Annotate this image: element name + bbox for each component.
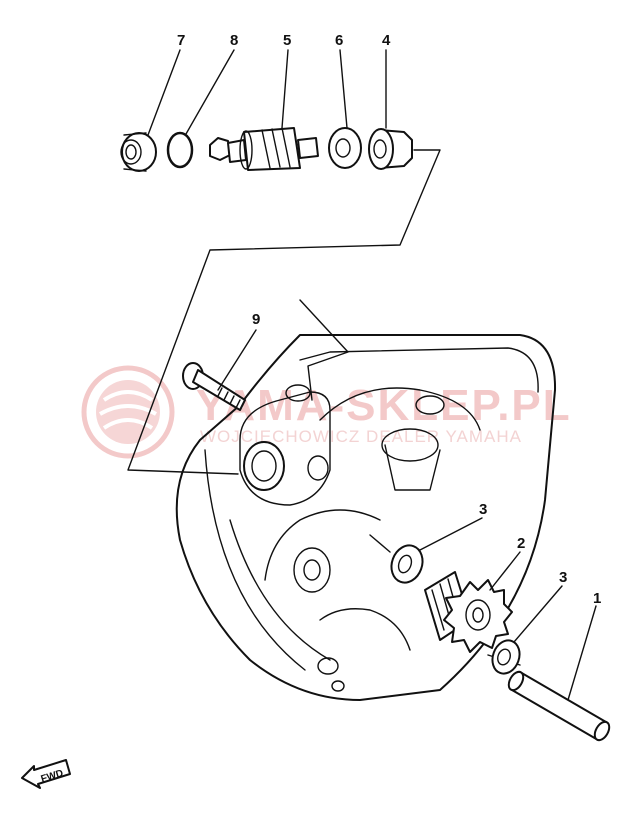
watermark-logo-icon	[81, 365, 175, 459]
callout-labels: 7 8 5 6 4 9 3 2 3 1	[177, 32, 601, 607]
part-3-upper-washer	[390, 544, 424, 584]
part-3-lower-washer	[491, 639, 521, 675]
callout-4: 4	[382, 32, 391, 49]
fwd-arrow-icon: FWD	[21, 759, 71, 789]
part-2-driven-gear	[424, 571, 513, 653]
callout-9: 9	[252, 311, 260, 328]
callout-5: 5	[283, 32, 291, 49]
crankcase-cover	[175, 334, 557, 701]
callout-7: 7	[177, 32, 185, 49]
part-9-bolt	[182, 362, 246, 411]
watermark: YAMA-SKLEP.PL WOJCIECHOWICZ DEALER YAMAH…	[81, 365, 570, 459]
callout-2: 2	[517, 535, 525, 552]
callout-3-upper: 3	[479, 501, 487, 518]
part-5-gear-shaft	[209, 127, 319, 171]
part-7-oil-seal	[120, 132, 157, 172]
part-8-o-ring	[166, 131, 194, 169]
watermark-sub-text: WOJCIECHOWICZ DEALER YAMAHA	[200, 427, 522, 446]
part-1-pin	[507, 670, 611, 742]
leader-lines	[147, 49, 597, 701]
part-6-washer	[328, 127, 362, 169]
part-4-bushing	[368, 128, 413, 170]
callout-3-lower: 3	[559, 569, 567, 586]
callout-8: 8	[230, 32, 238, 49]
callout-1: 1	[593, 590, 601, 607]
callout-6: 6	[335, 32, 343, 49]
